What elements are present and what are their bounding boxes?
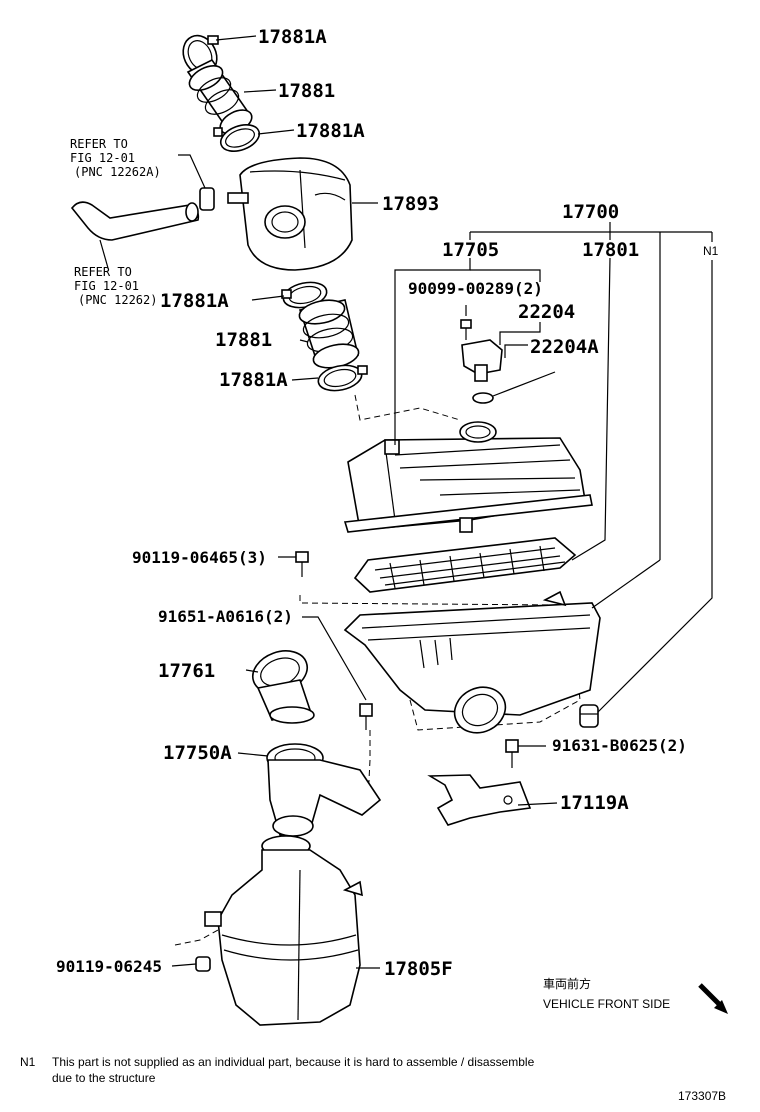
clamp-lower-2-part (317, 364, 368, 392)
direction-label-jp: 車両前方 (543, 976, 591, 991)
callout-N1: N1 (703, 244, 719, 258)
callout-90099-00289: 90099-00289(2) (408, 279, 543, 298)
refer-note-1-line3: (PNC 12262A) (74, 165, 161, 179)
callout-22204: 22204 (518, 301, 575, 323)
resonator-part (227, 157, 353, 271)
footnote-marker: N1 (20, 1055, 36, 1069)
callout-90119-06245: 90119-06245 (56, 957, 162, 976)
refer-note-2-line2: FIG 12-01 (74, 279, 139, 293)
callout-17761: 17761 (158, 660, 215, 682)
callout-17893: 17893 (382, 193, 439, 215)
callout-17881A-top: 17881A (258, 26, 327, 48)
inlet-17761-part (252, 650, 315, 724)
bolt-90099-part (460, 319, 472, 340)
connector-part (178, 154, 215, 211)
callout-91631-B0625: 91631-B0625(2) (552, 736, 687, 755)
callout-17801: 17801 (582, 239, 639, 261)
direction-label-en: VEHICLE FRONT SIDE (543, 997, 670, 1011)
bolt-90119-06465-part (295, 551, 309, 577)
air-cleaner-cap-part (343, 421, 593, 533)
callout-22204A: 22204A (530, 336, 599, 358)
callout-17119A: 17119A (560, 792, 629, 814)
resonator-17805F-part (204, 835, 363, 1026)
callout-17881-low: 17881 (215, 329, 272, 351)
leader-lines (171, 35, 713, 969)
callout-90119-06465: 90119-06465(3) (132, 548, 267, 567)
bracket-17119A-part (427, 774, 532, 826)
refer-note-1-line1: REFER TO (70, 137, 128, 151)
bolt-91651-part (359, 703, 373, 730)
air-cleaner-case-part (343, 590, 601, 734)
callout-17881A-mid: 17881A (296, 120, 365, 142)
callout-17881A-low1: 17881A (160, 290, 229, 312)
front-direction-arrow-icon (698, 983, 728, 1014)
hose-lower-part (298, 299, 360, 369)
bolt-90119-06245-part (195, 956, 211, 972)
grommet-part (579, 704, 599, 728)
intake-pipe-part (70, 201, 200, 269)
duct-17750A-part (266, 743, 382, 837)
clamp-lower-1-part (281, 281, 328, 309)
callout-17881A-low2: 17881A (219, 369, 288, 391)
bolt-91631-part (505, 739, 519, 768)
callout-17881-top: 17881 (278, 80, 335, 102)
hose-top-part (186, 58, 253, 135)
airflow-sensor-part (461, 339, 503, 404)
callout-17750A: 17750A (163, 742, 232, 764)
clamp-mid-part (213, 124, 261, 152)
footnote-line2: due to the structure (52, 1071, 156, 1085)
refer-note-1-line2: FIG 12-01 (70, 151, 135, 165)
refer-note-2-line1: REFER TO (74, 265, 132, 279)
footnote-line1: This part is not supplied as an individu… (52, 1055, 535, 1069)
callout-17705: 17705 (442, 239, 499, 261)
refer-note-2-line3: (PNC 12262) (78, 293, 157, 307)
callout-17700: 17700 (562, 201, 619, 223)
callout-91651-A0616: 91651-A0616(2) (158, 607, 293, 626)
callout-17805F: 17805F (384, 958, 453, 980)
figure-code: 173307B (678, 1089, 726, 1103)
air-filter-element-part (353, 537, 577, 593)
